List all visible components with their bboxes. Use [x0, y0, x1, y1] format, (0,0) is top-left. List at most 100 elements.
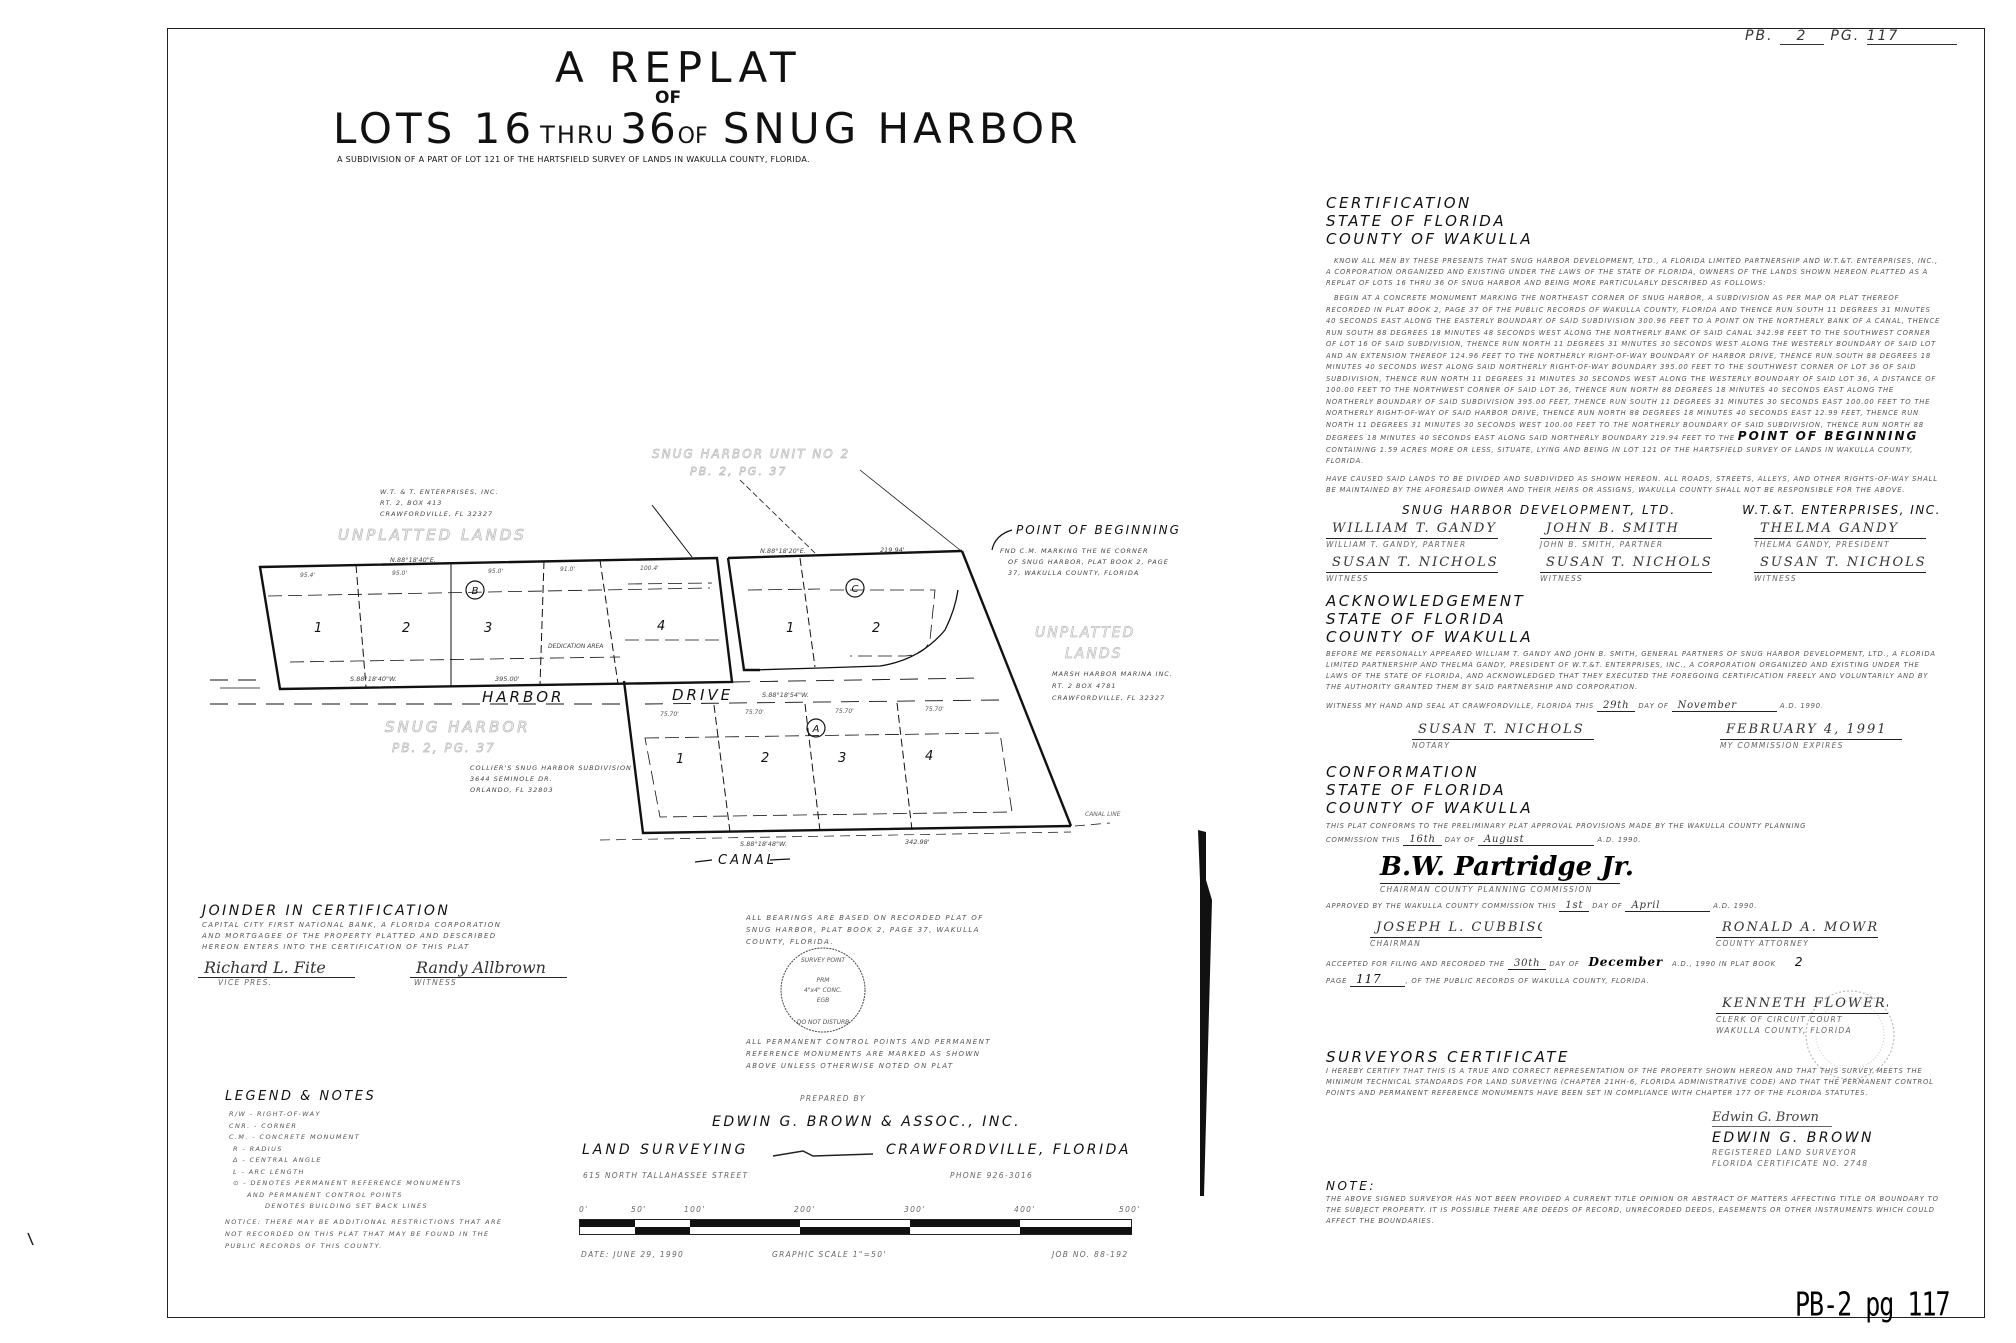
signature: Joseph L. Cubbison — [1370, 919, 1542, 938]
scale-tick-labels: 0' 50' 100' 200' 300' 400' 500' — [579, 1205, 1139, 1215]
lot-number: 1 — [786, 621, 794, 636]
adjacent-owner-address: 3644 SEMINOLE DR. — [470, 775, 553, 783]
signature: William T. Gandy — [1326, 520, 1498, 539]
signature-gandy: William T. Gandy WILLIAM T. GANDY, PARTN… — [1326, 520, 1540, 550]
legend-item: AND PERMANENT CONTROL POINTS — [247, 1190, 403, 1199]
bearing-label: S.88°18'54"W. — [762, 691, 809, 699]
joinder-signature-1: Richard L. Fite VICE PRES. — [198, 958, 355, 987]
title-snug-harbor: SNUG HARBOR — [722, 104, 1082, 153]
block-a-marker — [806, 718, 826, 738]
dimension-label: 75.70' — [745, 709, 764, 716]
acceptance-line-2: PAGE 117, OF THE PUBLIC RECORDS OF WAKUL… — [1326, 971, 1941, 989]
signature: Susan T. Nichols — [1540, 554, 1712, 573]
acceptance-month: December — [1588, 954, 1663, 969]
state-heading: STATE OF FLORIDA — [1326, 780, 1507, 799]
surveyor-signature: Edwin G. Brown — [1712, 1109, 1832, 1127]
legend-notice: NOT RECORDED ON THIS PLAT THAT MAY BE FO… — [225, 1229, 490, 1238]
block-b-label: B — [472, 586, 479, 597]
conformation-year: A.D. 1990. — [1597, 835, 1642, 844]
note-line: COUNTY, FLORIDA. — [746, 938, 834, 946]
marina-address: CRAWFORDVILLE, FL 32327 — [1052, 694, 1165, 702]
planning-chairman-signature: B.W. Partridge Jr. CHAIRMAN COUNTY PLANN… — [1326, 851, 1941, 895]
point-of-beginning-text: POINT OF BEGINNING — [1737, 429, 1919, 443]
conformation-date-line: COMMISSION THIS 16th DAY OF August A.D. … — [1326, 833, 1941, 847]
witness-signature-3: Susan T. Nichols WITNESS — [1754, 554, 1934, 584]
canal-line — [599, 822, 1111, 841]
block-c-label: C — [852, 584, 859, 595]
conformation-day: 16th — [1403, 833, 1442, 846]
acceptance-plat-book: 2 — [1794, 954, 1804, 969]
signature-label: CHAIRMAN COUNTY PLANNING COMMISSION — [1380, 884, 1593, 894]
surveyor-firm-name: EDWIN G. BROWN & ASSOC., INC. — [712, 1114, 1022, 1130]
acknowledgement-section: ACKNOWLEDGEMENT STATE OF FLORIDA COUNTY … — [1326, 592, 1941, 713]
commission-chairman-signature: Joseph L. Cubbison CHAIRMAN — [1326, 919, 1716, 949]
acceptance-text: ACCEPTED FOR FILING AND RECORDED THE — [1326, 959, 1505, 968]
commission-expires: February 4, 1991 MY COMMISSION EXPIRES — [1634, 721, 1902, 751]
note-line: SNUG HARBOR, PLAT BOOK 2, PAGE 37, WAKUL… — [746, 926, 980, 934]
bearing-notes: ALL BEARINGS ARE BASED ON RECORDED PLAT … — [746, 912, 1046, 948]
snug-harbor-unit-2-ref: PB. 2, PG. 37 — [690, 465, 787, 478]
surveyors-certificate-section: SURVEYORS CERTIFICATE I HEREBY CERTIFY T… — [1326, 1048, 1941, 1099]
dimension-label: 95.0' — [392, 570, 407, 577]
signature-label: WITNESS — [1754, 573, 1797, 583]
signature: B.W. Partridge Jr. — [1380, 851, 1634, 884]
snug-harbor-label: SNUG HARBOR — [385, 718, 531, 736]
signature-thelma-gandy: Thelma Gandy THELMA GANDY, PRESIDENT — [1754, 520, 1934, 550]
signature-label: THELMA GANDY, PRESIDENT — [1754, 539, 1890, 549]
certification-paragraph: KNOW ALL MEN BY THESE PRESENTS THAT SNUG… — [1326, 257, 1938, 287]
lot-number: 3 — [838, 751, 846, 766]
county-seal — [1805, 990, 1895, 1080]
plat-book-reference: PB. 2 PG. 117 — [1745, 28, 1957, 45]
bearing-label: N.88°18'40"E. — [390, 556, 436, 564]
county-heading: COUNTY OF WAKULLA — [1326, 627, 1534, 646]
conformation-text: COMMISSION THIS — [1326, 835, 1401, 844]
monument-top-text: SURVEY POINT — [801, 957, 846, 964]
witness-day: 29th — [1596, 699, 1636, 712]
certification-section: CERTIFICATION STATE OF FLORIDA COUNTY OF… — [1326, 194, 1941, 496]
acceptance-text: A.D., 1990 IN PLAT BOOK — [1671, 959, 1776, 968]
block-c-marker — [845, 578, 865, 598]
lot-number: 4 — [925, 749, 933, 764]
distance-label: 395.00' — [495, 675, 520, 683]
dimension-label: 100.4' — [640, 565, 659, 572]
legend-section: LEGEND & NOTES R/W - RIGHT-OF-WAY CNR. -… — [225, 1088, 565, 1252]
monument-text: EGB — [817, 997, 830, 1004]
distance-label: 219.94' — [880, 546, 905, 554]
dimension-label: 75.70' — [660, 711, 679, 718]
block-c-boundary — [726, 549, 963, 672]
certification-heading: CERTIFICATION — [1326, 194, 1472, 212]
note-line: ABOVE UNLESS OTHERWISE NOTED ON PLAT — [746, 1062, 954, 1070]
lot-number: 4 — [657, 619, 665, 634]
pob-note: OF SNUG HARBOR, PLAT BOOK 2, PAGE — [1008, 558, 1169, 566]
drawing-date: DATE: JUNE 29, 1990 — [581, 1250, 685, 1259]
legend-item: C.M. - CONCRETE MONUMENT — [229, 1133, 361, 1141]
lot-number: 2 — [761, 751, 769, 766]
signature-label: VICE PRES. — [218, 978, 273, 987]
legend-item: CNR. - CORNER — [229, 1121, 298, 1130]
owner-company-1: SNUG HARBOR DEVELOPMENT, LTD. — [1402, 502, 1677, 517]
surveyors-certificate-paragraph: I HEREBY CERTIFY THAT THIS IS A TRUE AND… — [1326, 1066, 1934, 1097]
dimension-label: 75.70' — [835, 708, 854, 715]
commission-signatures-row: Joseph L. Cubbison CHAIRMAN Ronald A. Mo… — [1326, 919, 1941, 949]
conformation-month: August — [1477, 833, 1595, 846]
dimension-label: 95.4' — [300, 572, 315, 579]
owner-company-2: W.T.&T. ENTERPRISES, INC. — [1742, 502, 1941, 517]
adjacent-owner-address: ORLANDO, FL 32803 — [470, 786, 554, 794]
surveyor-certificate-number: FLORIDA CERTIFICATE NO. 2748 — [1712, 1158, 1869, 1168]
signature-smith: John B. Smith JOHN B. SMITH, PARTNER — [1540, 520, 1754, 550]
leader-line — [859, 469, 961, 551]
signature-label: CLERK OF CIRCUIT COURT — [1716, 1014, 1843, 1024]
maintenance-paragraph: HAVE CAUSED SAID LANDS TO BE DIVIDED AND… — [1326, 474, 1938, 494]
block-a-label: A — [812, 724, 820, 735]
title-of: OF — [655, 88, 682, 108]
notary-signature: Susan T. Nichols NOTARY — [1326, 721, 1634, 751]
canal-line-label: CANAL LINE — [1085, 811, 1121, 818]
setback-line — [644, 732, 1013, 818]
marina-address: RT. 2 BOX 4781 — [1052, 682, 1117, 690]
block-b-marker — [465, 580, 485, 600]
scan-mark — [27, 1232, 34, 1246]
signature-label: COUNTY ATTORNEY — [1716, 938, 1810, 948]
witness-line: WITNESS MY HAND AND SEAL AT CRAWFORDVILL… — [1326, 699, 1941, 713]
acceptance-page: 117 — [1350, 971, 1406, 987]
monument-text: PRM — [817, 977, 831, 984]
